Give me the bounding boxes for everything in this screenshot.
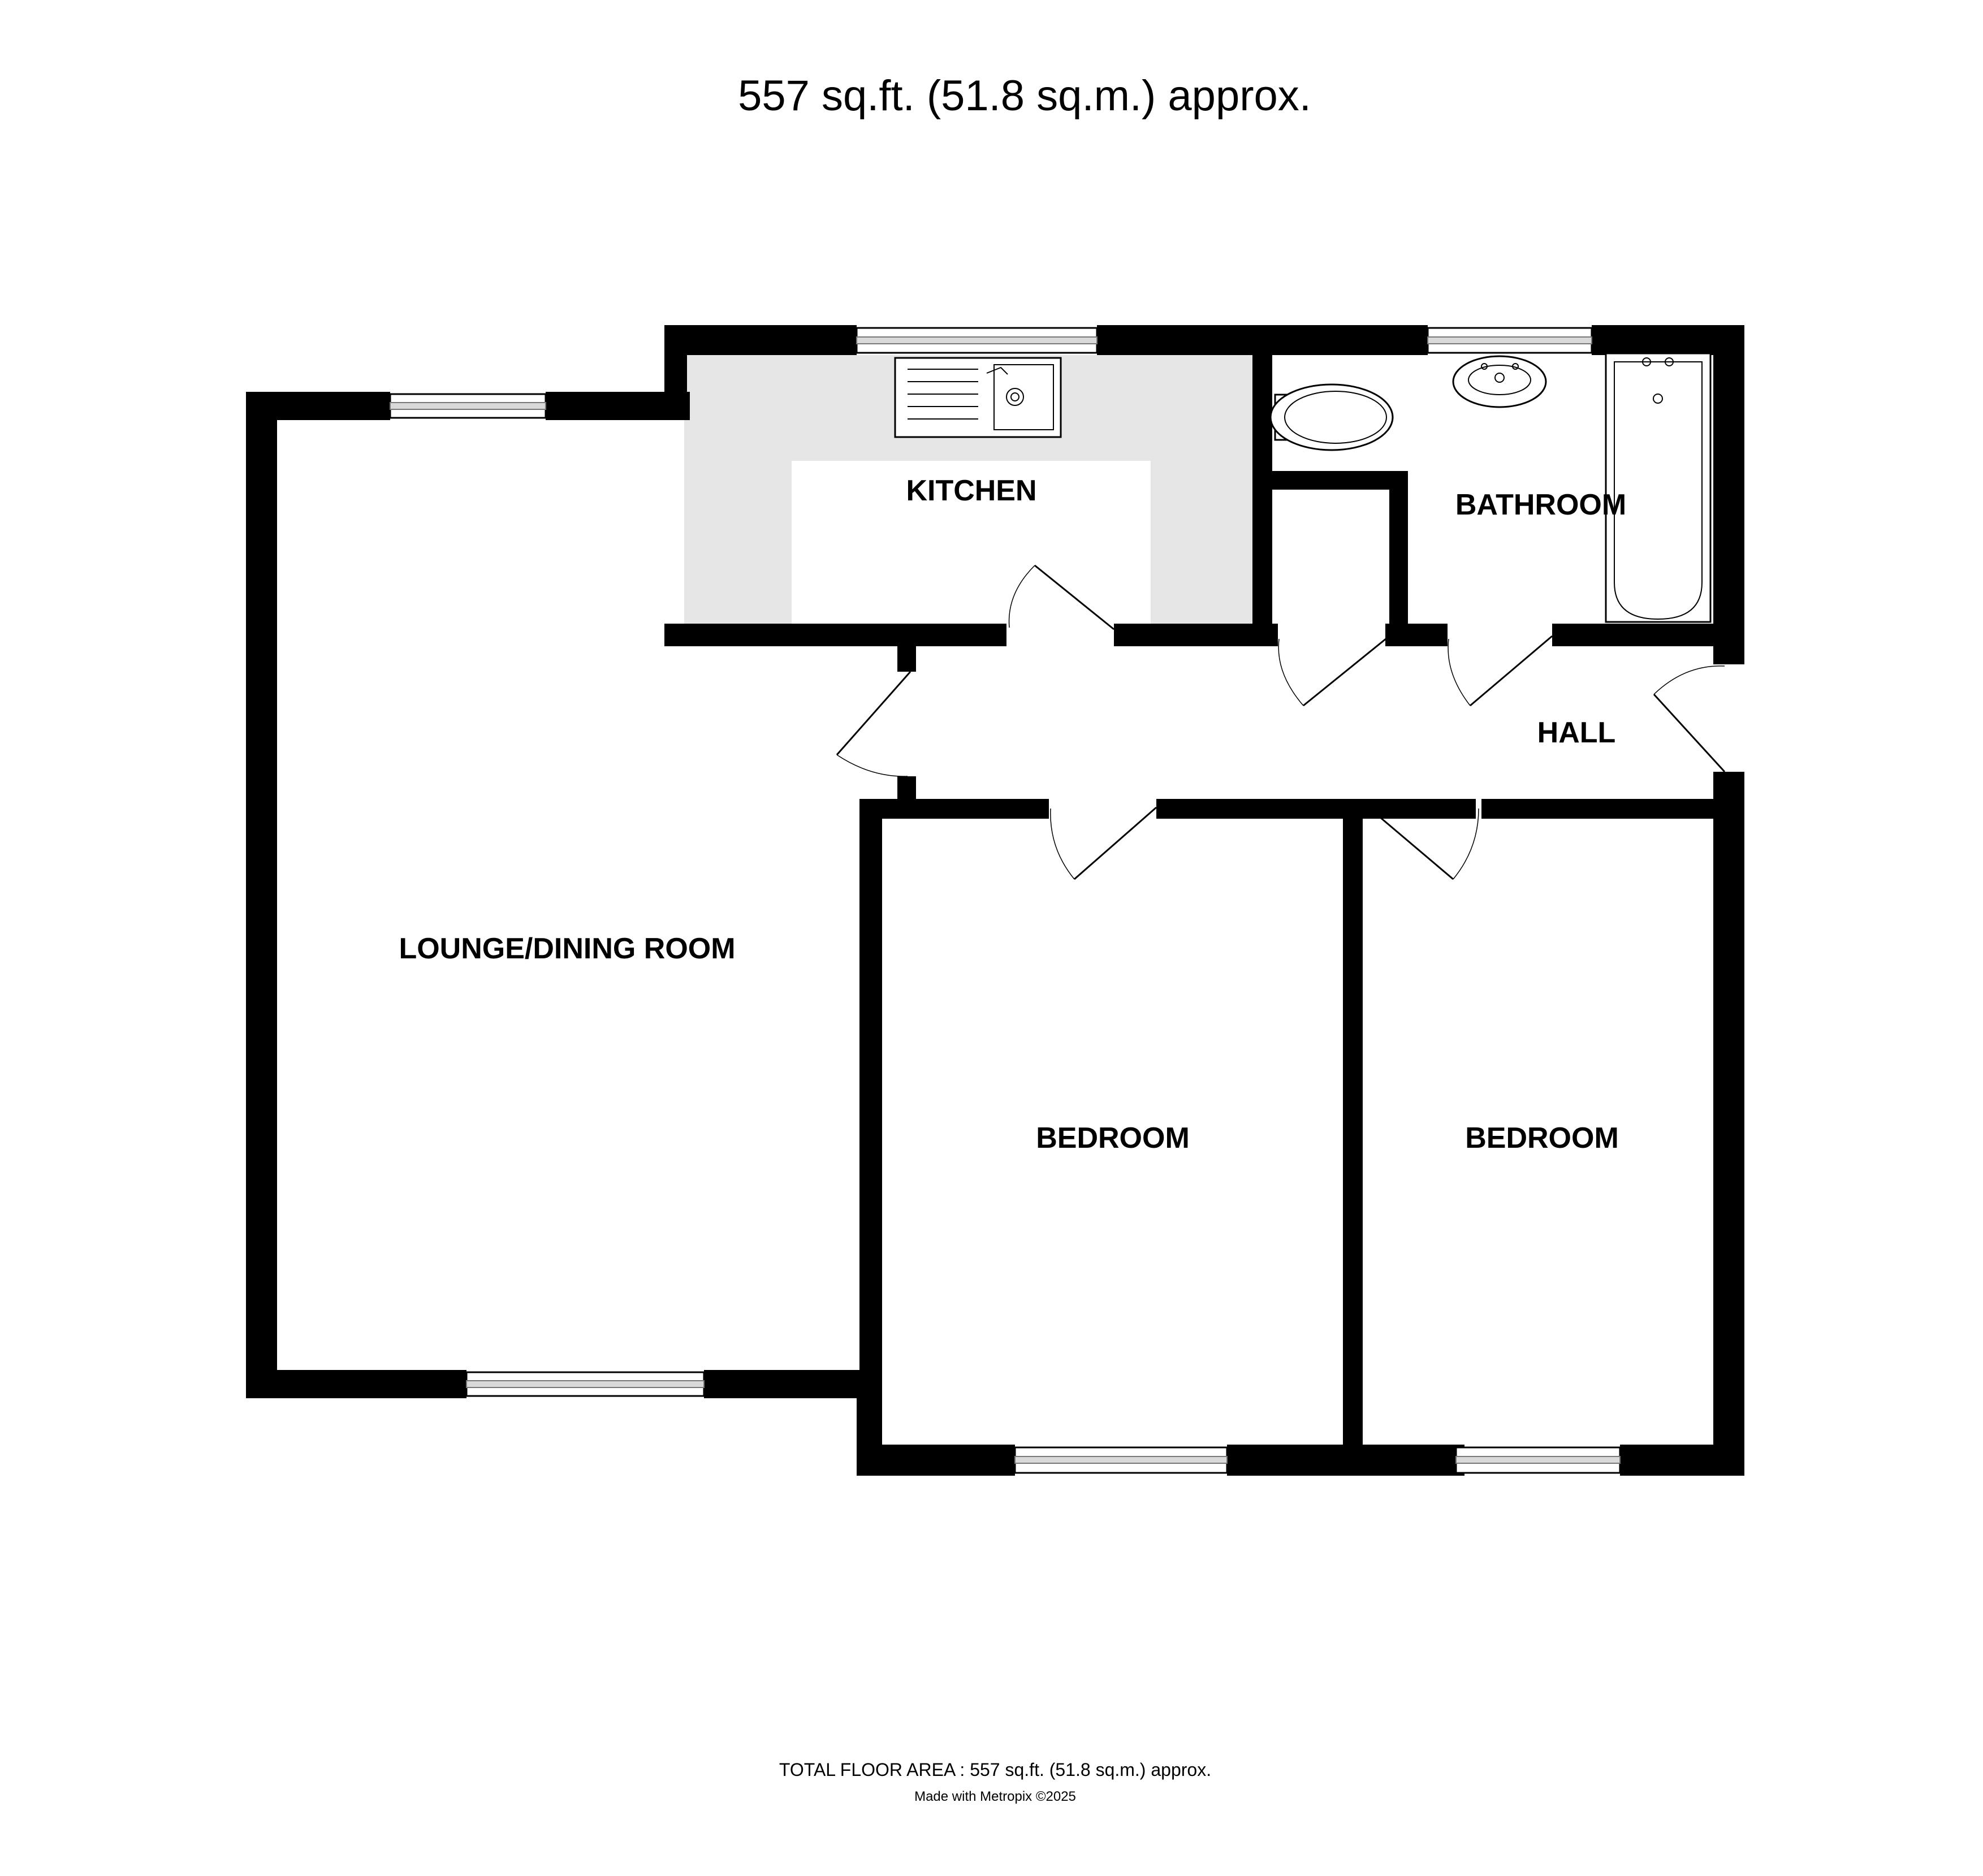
room-label-bedroom-2: BEDROOM bbox=[1465, 1122, 1619, 1155]
toilet bbox=[1269, 383, 1394, 451]
bath bbox=[1605, 352, 1712, 623]
floor-area-heading: 557 sq.ft. (51.8 sq.m.) approx. bbox=[738, 72, 1311, 120]
door-entrance bbox=[1653, 665, 1726, 773]
kitchen-sink bbox=[894, 357, 1062, 438]
window-bedroom-1 bbox=[1014, 1446, 1228, 1474]
room-label-hall: HALL bbox=[1537, 716, 1616, 749]
door-bedroom-1 bbox=[1050, 806, 1157, 880]
room-label-kitchen: KITCHEN bbox=[906, 474, 1036, 507]
door-bathroom bbox=[1448, 635, 1553, 707]
window-bedroom-2 bbox=[1455, 1446, 1621, 1474]
window-lounge-bottom bbox=[465, 1371, 705, 1397]
wash-basin bbox=[1452, 355, 1547, 408]
window-bathroom bbox=[1427, 327, 1593, 354]
door-lounge bbox=[836, 671, 911, 777]
window-lounge-top bbox=[389, 393, 547, 419]
window-kitchen bbox=[856, 327, 1098, 354]
room-label-lounge: LOUNGE/DINING ROOM bbox=[399, 932, 735, 965]
total-floor-area: TOTAL FLOOR AREA : 557 sq.ft. (51.8 sq.m… bbox=[779, 1760, 1211, 1780]
metropix-credit: Made with Metropix ©2025 bbox=[914, 1789, 1076, 1804]
walls bbox=[246, 325, 1744, 1476]
room-label-bathroom: BATHROOM bbox=[1455, 489, 1626, 521]
door-wc bbox=[1278, 635, 1390, 707]
door-kitchen bbox=[1008, 564, 1114, 630]
door-bedroom-2 bbox=[1368, 806, 1479, 880]
room-label-bedroom-1: BEDROOM bbox=[1036, 1122, 1190, 1155]
